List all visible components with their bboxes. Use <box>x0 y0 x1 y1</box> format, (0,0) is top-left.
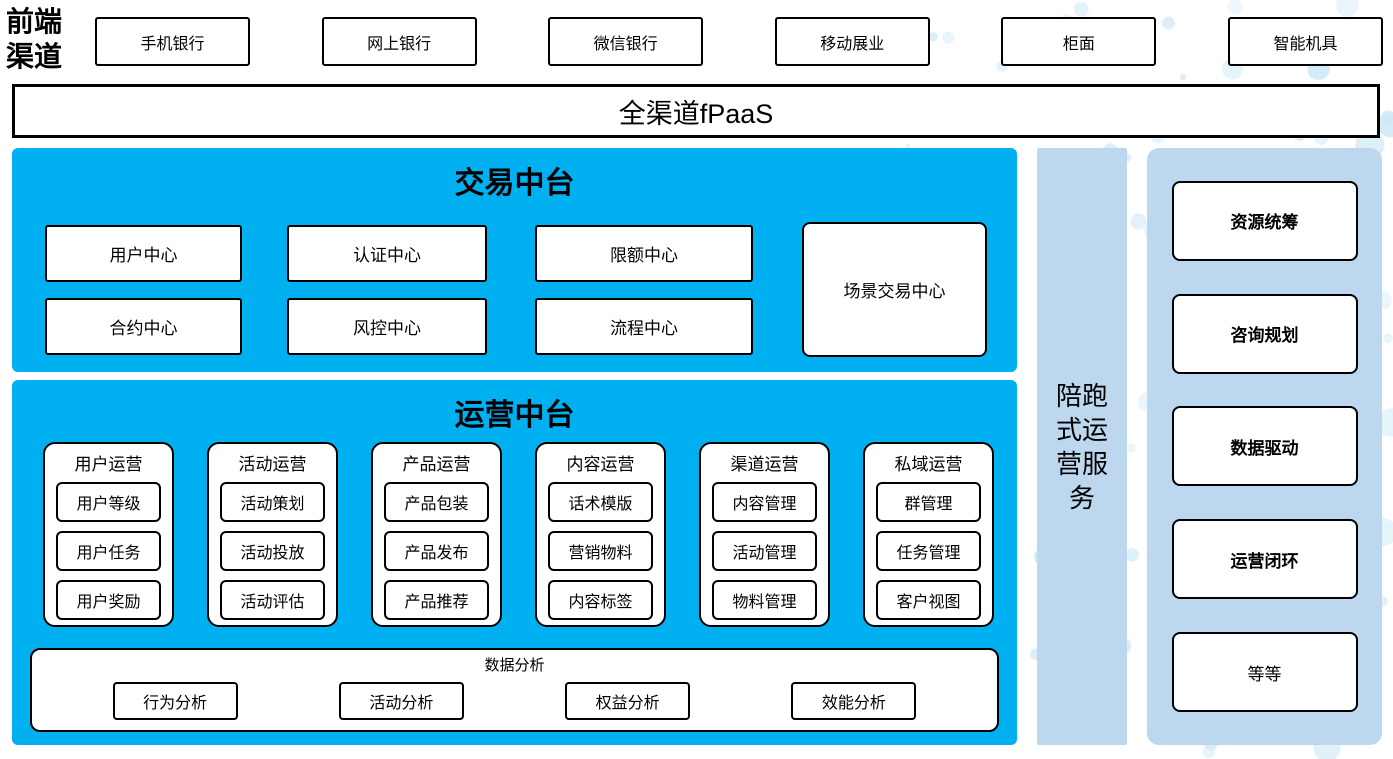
center-box-process: 流程中心 <box>535 298 753 355</box>
group-item: 用户奖励 <box>56 580 161 620</box>
group-item: 内容管理 <box>712 482 817 522</box>
group-activity-operation: 活动运营 活动策划 活动投放 活动评估 <box>207 442 338 627</box>
group-item: 营销物料 <box>548 531 653 571</box>
channel-box-mobile-banking: 手机银行 <box>95 17 250 66</box>
group-item: 用户等级 <box>56 482 161 522</box>
data-analysis-row: 行为分析 活动分析 权益分析 效能分析 <box>32 682 997 720</box>
group-item: 内容标签 <box>548 580 653 620</box>
panel-box-resource-coordination: 资源统筹 <box>1171 180 1358 261</box>
analysis-box-efficiency: 效能分析 <box>791 682 917 720</box>
group-item: 活动策划 <box>220 482 325 522</box>
channel-box-counter: 柜面 <box>1001 17 1157 66</box>
group-item: 客户视图 <box>876 580 981 620</box>
center-box-risk: 风控中心 <box>287 298 487 355</box>
analysis-box-activity: 活动分析 <box>338 682 464 720</box>
panel-box-consulting-planning: 咨询规划 <box>1171 293 1358 374</box>
group-private-domain-operation: 私域运营 群管理 任务管理 客户视图 <box>863 442 994 627</box>
transaction-platform-title: 交易中台 <box>454 166 575 201</box>
frontend-channel-row: 手机银行 网上银行 微信银行 移动展业 柜面 智能机具 <box>95 17 1383 66</box>
group-item: 群管理 <box>876 482 981 522</box>
group-item: 物料管理 <box>712 580 817 620</box>
channel-box-smart-devices: 智能机具 <box>1227 17 1383 66</box>
group-item: 产品推荐 <box>384 580 489 620</box>
group-item: 产品包装 <box>384 482 489 522</box>
group-content-operation: 内容运营 话术模版 营销物料 内容标签 <box>535 442 666 627</box>
group-title: 用户运营 <box>74 455 143 474</box>
companion-operation-service-bar: 陪跑式运营服务 <box>1037 148 1127 745</box>
group-product-operation: 产品运营 产品包装 产品发布 产品推荐 <box>371 442 502 627</box>
data-analysis-panel: 数据分析 行为分析 活动分析 权益分析 效能分析 <box>30 648 999 732</box>
group-title: 活动运营 <box>238 455 307 474</box>
center-box-user: 用户中心 <box>45 225 242 282</box>
group-item: 用户任务 <box>56 531 161 571</box>
group-user-operation: 用户运营 用户等级 用户任务 用户奖励 <box>43 442 174 627</box>
group-title: 内容运营 <box>566 455 635 474</box>
analysis-box-behavior: 行为分析 <box>112 682 238 720</box>
group-item: 任务管理 <box>876 531 981 571</box>
group-item: 产品发布 <box>384 531 489 571</box>
operation-platform-title: 运营中台 <box>454 398 575 433</box>
companion-service-label: 陪跑式运营服务 <box>1055 380 1108 513</box>
transaction-platform-block: 交易中台 用户中心 认证中心 限额中心 合约中心 风控中心 流程中心 场景交易中… <box>12 148 1017 372</box>
channel-box-mobile-sales: 移动展业 <box>774 17 930 66</box>
panel-box-operation-loop: 运营闭环 <box>1171 519 1358 600</box>
operation-groups-row: 用户运营 用户等级 用户任务 用户奖励 活动运营 活动策划 活动投放 活动评估 … <box>43 442 994 627</box>
group-title: 私域运营 <box>894 455 963 474</box>
channel-box-wechat-banking: 微信银行 <box>548 17 704 66</box>
center-box-contract: 合约中心 <box>45 298 242 355</box>
center-box-auth: 认证中心 <box>287 225 487 282</box>
group-channel-operation: 渠道运营 内容管理 活动管理 物料管理 <box>699 442 830 627</box>
panel-box-etc: 等等 <box>1171 632 1358 713</box>
group-item: 活动管理 <box>712 531 817 571</box>
panel-box-data-driven: 数据驱动 <box>1171 406 1358 487</box>
operation-platform-block: 运营中台 用户运营 用户等级 用户任务 用户奖励 活动运营 活动策划 活动投放 … <box>12 380 1017 745</box>
group-title: 渠道运营 <box>730 455 799 474</box>
fpaas-label: 全渠道fPaaS <box>618 98 774 129</box>
data-analysis-title: 数据分析 <box>484 657 545 674</box>
group-item: 活动投放 <box>220 531 325 571</box>
scene-transaction-center-box: 场景交易中心 <box>802 222 987 357</box>
center-box-limit: 限额中心 <box>535 225 753 282</box>
service-capability-panel: 资源统筹 咨询规划 数据驱动 运营闭环 等等 <box>1147 148 1382 745</box>
channel-box-online-banking: 网上银行 <box>321 17 477 66</box>
group-title: 产品运营 <box>402 455 471 474</box>
fpaas-bar: 全渠道fPaaS <box>12 84 1380 138</box>
group-item: 话术模版 <box>548 482 653 522</box>
group-item: 活动评估 <box>220 580 325 620</box>
analysis-box-rights: 权益分析 <box>565 682 691 720</box>
frontend-channels-label: 前端渠道 <box>6 5 63 73</box>
